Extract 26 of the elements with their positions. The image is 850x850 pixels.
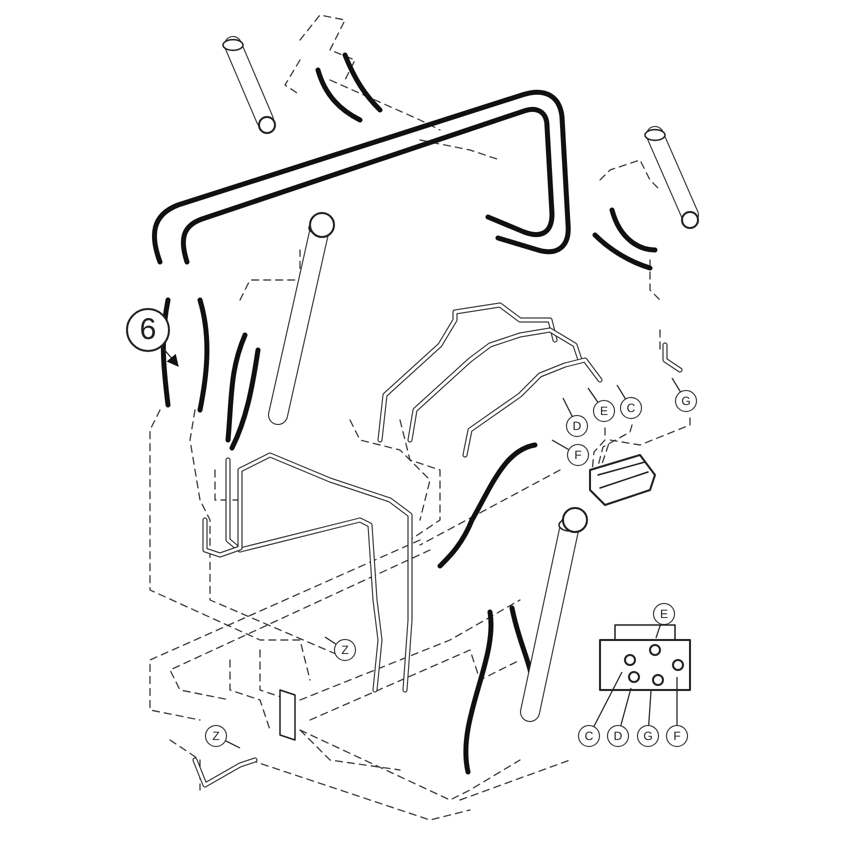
leader-line — [594, 672, 623, 726]
callout-letter: Z — [205, 725, 227, 747]
leader-line — [324, 636, 336, 644]
leader-line — [162, 346, 179, 367]
callout-letter: D — [566, 415, 588, 437]
callout-letter: C — [578, 725, 600, 747]
leader-line — [648, 690, 652, 726]
leader-line — [676, 677, 678, 725]
callout-letter: E — [593, 400, 615, 422]
callout-letter: G — [675, 390, 697, 412]
callout-letter: C — [620, 397, 642, 419]
leader-line — [655, 624, 662, 638]
leader-line — [226, 740, 240, 749]
callout-letter: Z — [334, 639, 356, 661]
leader-line — [671, 378, 681, 392]
callout-letter: E — [653, 603, 675, 625]
leader-line — [562, 398, 573, 416]
callout-letter: G — [637, 725, 659, 747]
callout-letter: F — [567, 444, 589, 466]
callout-letter: D — [607, 725, 629, 747]
leader-line — [552, 439, 569, 450]
callout-letter: 6 — [126, 308, 170, 352]
leader-line — [620, 688, 632, 726]
leader-line — [616, 384, 626, 399]
leader-line — [588, 388, 598, 402]
callout-letter: F — [666, 725, 688, 747]
